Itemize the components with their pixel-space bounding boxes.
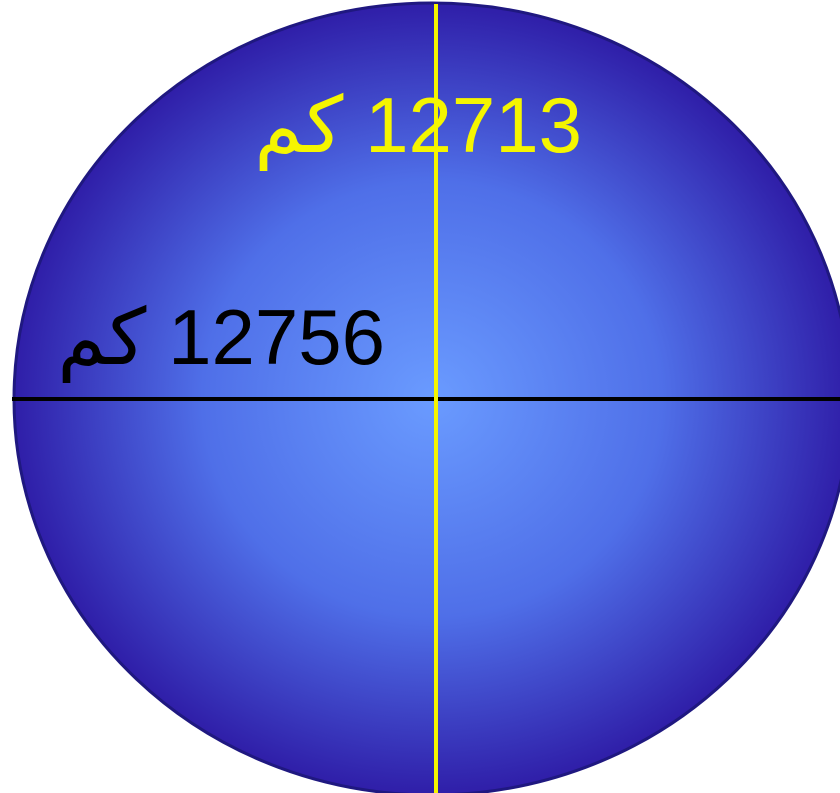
polar-diameter-label: 12713 كم	[254, 81, 582, 169]
equatorial-diameter-label: 12756 كم	[57, 293, 385, 381]
